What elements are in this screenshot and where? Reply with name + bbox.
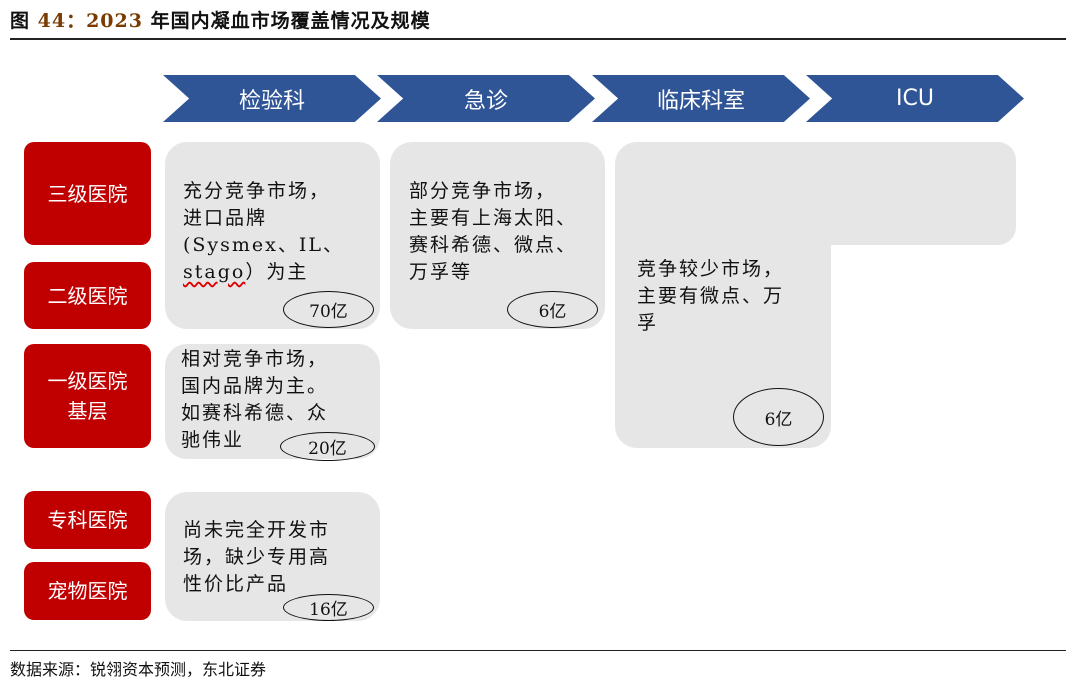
column-header-clinical: 临床科室 [592, 75, 810, 122]
cell-lab-top-text: 充分竞争市场， 进口品牌 (Sysmex、IL、 stago）为主 [183, 180, 345, 283]
row-label-pet: 宠物医院 [24, 562, 151, 620]
row-label-specialty: 专科医院 [24, 491, 151, 549]
cell-clinical-text: 竞争较少市场， 主要有微点、万 孚 [637, 258, 785, 334]
cell-emergency-text: 部分竞争市场， 主要有上海太阳、 赛科希德、微点、 万孚等 [409, 180, 578, 283]
column-header-lab: 检验科 [163, 75, 381, 122]
market-size-badge: 6亿 [507, 291, 598, 328]
cell-lab-bottom-text: 尚未完全开发市 场，缺少专用高 性价比产品 [183, 519, 331, 595]
title-divider [10, 38, 1066, 40]
figure-title: 图 44：2023 年国内凝血市场覆盖情况及规模 [10, 10, 431, 32]
row-label-primary: 一级医院基层 [24, 344, 151, 448]
row-label-secondary: 二级医院 [24, 262, 151, 329]
market-size-badge: 6亿 [733, 388, 824, 446]
source-note: 数据来源：锐翎资本预测，东北证券 [10, 660, 267, 679]
column-header-icu: ICU [806, 75, 1024, 122]
footer-divider [10, 650, 1066, 651]
market-size-badge: 70亿 [283, 291, 374, 328]
column-header-emergency: 急诊 [377, 75, 595, 122]
market-size-badge: 16亿 [283, 594, 374, 621]
cell-lab-mid-text: 相对竞争市场， 国内品牌为主。 如赛科希德、众 驰伟业 [181, 348, 329, 451]
row-label-tertiary: 三级医院 [24, 142, 151, 245]
market-size-badge: 20亿 [280, 432, 375, 461]
